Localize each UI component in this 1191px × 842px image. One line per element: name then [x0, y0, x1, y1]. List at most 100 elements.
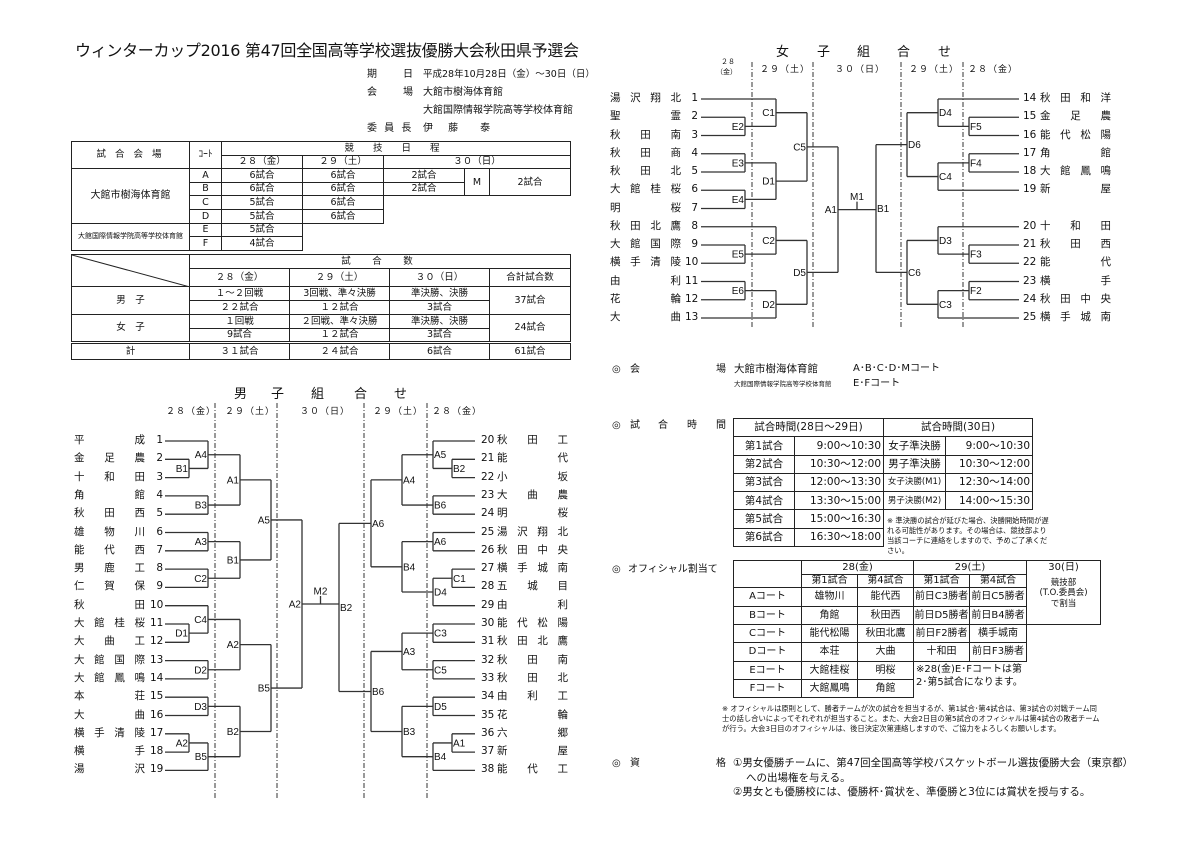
team-number: 25 — [1023, 311, 1037, 323]
team-number: 13 — [150, 653, 164, 666]
ef-court-note: ※28(金)E･Fコートは第2･第5試合になります。 — [913, 661, 1027, 698]
match-label: B4 — [403, 562, 416, 573]
team-number: 19 — [150, 763, 164, 776]
team-number: 7 — [691, 201, 698, 214]
match-label: M1 — [850, 192, 864, 203]
match-label: A2 — [227, 640, 240, 651]
team-name: 大館国際 — [610, 238, 681, 250]
match-label: B1 — [176, 464, 189, 475]
match-label: B3 — [195, 501, 208, 512]
match-label: B6 — [434, 501, 447, 512]
match-label: C2 — [762, 236, 775, 247]
venue-label: 場 — [403, 87, 413, 98]
team-name: 横手城南 — [1040, 311, 1111, 323]
team-number: 22 — [481, 470, 495, 483]
match-label: C3 — [939, 300, 952, 311]
team-number: 3 — [691, 128, 698, 141]
team-name: 大曲農 — [497, 488, 568, 501]
team-number: 3 — [156, 470, 163, 483]
team-name: 由利 — [610, 274, 681, 287]
court-cell: Aコート — [733, 587, 802, 607]
team-name: 六郷 — [497, 726, 568, 739]
times-label: 間 — [716, 420, 726, 431]
times-label: 試 — [630, 420, 640, 431]
date-label: ２９（土） — [373, 407, 424, 417]
team-number: 34 — [481, 690, 495, 703]
team-name: 秋田工 — [497, 434, 568, 446]
team-name: 能代 — [497, 452, 568, 465]
team-number: 15 — [1023, 110, 1037, 123]
officials-table: 28(金) 29(土) 30(日) 第1試合 第4試合 第1試合 第4試合 競技… — [733, 560, 1101, 698]
date-label: ２９（土） — [760, 65, 811, 75]
team-name: 大館桂桜 — [610, 183, 681, 196]
court-cell: Cコート — [733, 624, 802, 643]
bullet-mark: ◎ — [612, 364, 621, 375]
team-name: 湯沢翔北 — [610, 92, 681, 104]
team-name: 男鹿工 — [74, 562, 145, 575]
team-cell: 前日C3勝者 — [913, 587, 970, 607]
match-label: A1 — [227, 475, 240, 486]
team-number: 18 — [1023, 165, 1037, 177]
qualification-item: ①男女優勝チームに、第47回全国高等学校バスケットボール選抜優勝大会（東京都） — [733, 757, 1134, 769]
header-game: 第1試合 — [801, 574, 858, 588]
team-number: 17 — [150, 726, 164, 739]
team-number: 9 — [691, 238, 698, 250]
games-cell: ２４試合 — [289, 341, 390, 360]
team-name: 能代松陽 — [497, 617, 568, 629]
match-label: C6 — [908, 268, 921, 279]
game-cell: 第6試合 — [733, 527, 795, 548]
team-number: 38 — [481, 763, 495, 776]
match-label: B4 — [434, 752, 447, 763]
court-cell: Dコート — [733, 642, 802, 662]
team-cell: 雄物川 — [801, 587, 858, 607]
team-cell: 本荘 — [801, 642, 858, 662]
team-name: 横手 — [74, 745, 145, 758]
team-number: 6 — [156, 525, 163, 538]
team-name: 横手清陵 — [610, 256, 681, 269]
venues-label: 場 — [716, 364, 726, 375]
team-name: 横手 — [1040, 274, 1111, 287]
game-counts-table: 試 合 数 ２８（金） ２９（土） ３０（日） 合計試合数 男 子 １～２回戦 … — [71, 254, 572, 360]
venues-label: 会 — [630, 364, 640, 375]
game-times-table: 試合時間(28日～29日) 試合時間(30日) 第1試合 9:00～10:30 … — [732, 417, 1034, 548]
header-day: 30(日) — [1026, 560, 1101, 575]
team-number: 24 — [1023, 292, 1037, 305]
chair-value: 伊 藤 泰 — [423, 123, 497, 134]
match-label: C2 — [194, 574, 207, 585]
team-name: 大曲 — [74, 708, 145, 721]
match-label: D1 — [762, 177, 775, 188]
day30-note-line: で割当 — [1050, 598, 1077, 609]
team-number: 23 — [1023, 274, 1037, 287]
court-cell: F — [189, 236, 222, 251]
team-number: 33 — [481, 671, 495, 684]
team-name: 秋田中央 — [497, 543, 568, 556]
match-label: C5 — [434, 665, 447, 676]
court-cell: Bコート — [733, 606, 802, 625]
team-name: 大館鳳鳴 — [1040, 165, 1111, 177]
header-times: 試合時間(28日～29日) — [732, 417, 885, 438]
team-name: 秋田北 — [610, 165, 681, 177]
team-name: 花輪 — [610, 292, 681, 305]
match-label: A6 — [434, 537, 447, 548]
match-label: B6 — [372, 687, 385, 698]
team-number: 16 — [150, 708, 164, 721]
match-label: A4 — [195, 450, 208, 461]
team-name: 由利工 — [497, 690, 568, 703]
match-label: A2 — [176, 738, 189, 749]
team-cell: 能代松陽 — [801, 624, 858, 643]
team-number: 22 — [1023, 256, 1037, 269]
team-number: 9 — [156, 580, 163, 593]
team-cell: 大曲 — [857, 642, 914, 662]
time-cell: 13:30～15:00 — [793, 491, 885, 511]
team-number: 23 — [481, 488, 495, 501]
team-number: 16 — [1023, 128, 1037, 141]
team-name: 聖霊 — [610, 110, 681, 123]
team-number: 31 — [481, 635, 495, 648]
match-label: A1 — [453, 738, 466, 749]
team-number: 36 — [481, 726, 495, 739]
match-label: C1 — [762, 108, 775, 119]
officials-footnote: ※ オフィシャルは原則として、勝者チームが次の試合を担当するが、第1試合･第4試… — [722, 704, 1100, 733]
team-cell: 秋田北鷹 — [857, 624, 914, 643]
team-name: 秋田北鷹 — [610, 219, 681, 232]
team-number: 26 — [481, 543, 495, 556]
